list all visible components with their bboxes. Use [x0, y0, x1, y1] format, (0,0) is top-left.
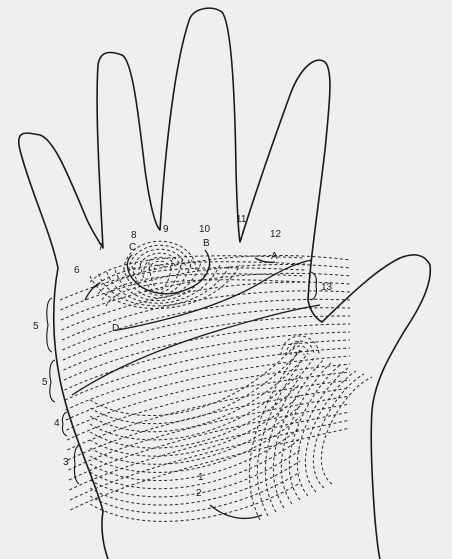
ridge-line: [90, 450, 300, 497]
label-9: 9: [163, 224, 169, 235]
ridge-line: [90, 428, 300, 481]
ridge-line: [64, 324, 350, 380]
brace-5a: [47, 298, 52, 352]
label-d: D: [112, 323, 119, 334]
label-12: 12: [270, 229, 282, 240]
ridge-line: [139, 253, 181, 270]
label-11: 11: [236, 214, 247, 225]
ridge-line: [90, 461, 300, 505]
ridge-line: [297, 368, 348, 496]
crease-d: [118, 260, 312, 330]
brace-4: [62, 412, 67, 436]
label-5-lower: 5: [42, 377, 48, 388]
label-13: 13: [321, 282, 333, 293]
ridge-line: [65, 340, 350, 400]
label-2: 2: [196, 488, 202, 499]
ridge-line: [70, 420, 350, 500]
crease-bottom: [210, 505, 262, 518]
label-1: 1: [198, 472, 204, 483]
ridge-line: [149, 258, 173, 290]
ridge-line: [106, 280, 305, 306]
label-6: 6: [74, 265, 80, 276]
brace-3: [74, 445, 79, 484]
ridge-line: [305, 371, 356, 492]
ridge-line: [90, 395, 300, 456]
ridge-line: [313, 374, 364, 488]
label-5-upper: 5: [33, 321, 39, 332]
wrist-line: [102, 511, 108, 559]
ridge-line: [321, 377, 372, 484]
label-3: 3: [63, 457, 69, 468]
hand-outline: [19, 8, 431, 559]
label-c: C: [129, 242, 136, 253]
label-b: B: [203, 238, 210, 249]
label-4: 4: [54, 418, 60, 429]
label-7: 7: [98, 242, 104, 253]
label-a: A: [271, 251, 278, 262]
ridge-line: [90, 265, 240, 308]
label-8: 8: [131, 230, 137, 241]
ridge-line: [62, 282, 351, 330]
brace-5b: [50, 360, 55, 402]
ridge-line: [90, 406, 300, 464]
ridge-line: [134, 249, 186, 270]
ridge-line: [90, 362, 300, 432]
label-10: 10: [199, 224, 211, 235]
ridge-line: [65, 332, 351, 390]
ridge-line: [62, 291, 350, 340]
ridge-line: [289, 365, 340, 500]
ridge-line: [257, 353, 308, 516]
brace-13: [311, 272, 316, 300]
